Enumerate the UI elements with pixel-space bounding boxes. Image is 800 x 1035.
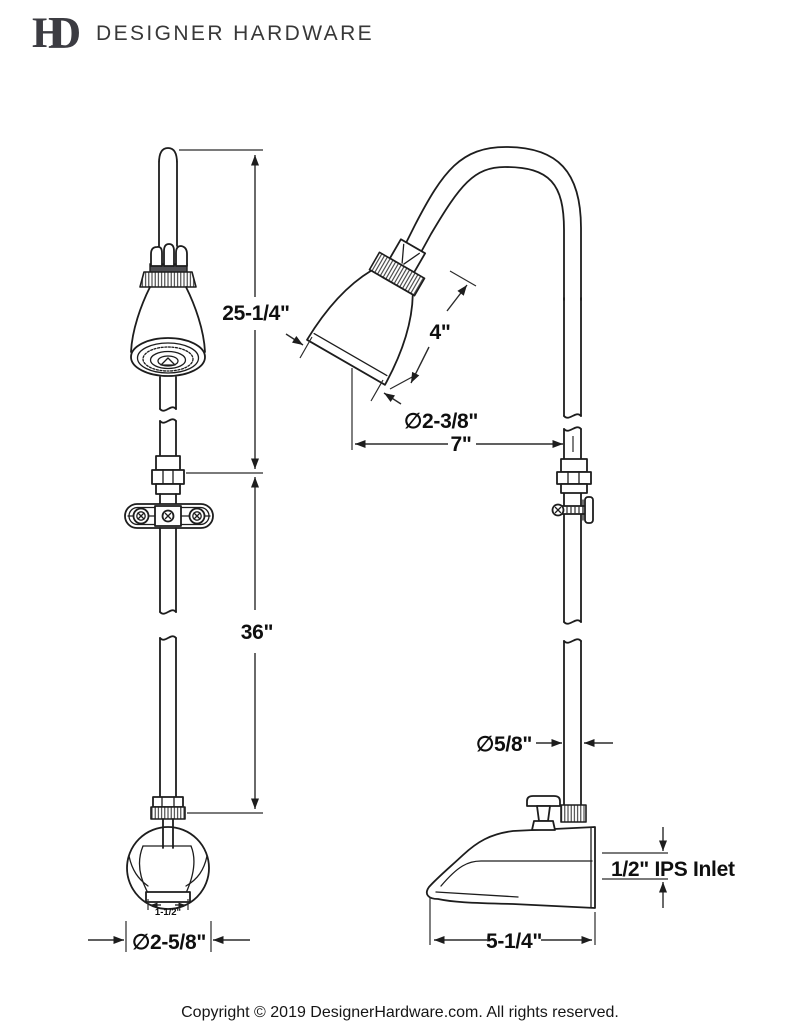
tub-spout-side-view [425,826,596,909]
diverter-knob [526,795,561,831]
spout-mouth [145,891,191,903]
dim-spout-diameter: ∅2-5/8" [88,921,250,954]
mounting-bracket-side [551,496,594,524]
header: D H DESIGNER HARDWARE [28,8,374,60]
bracket-flange-side [584,496,594,524]
dim-label-pipe-diameter: ∅5/8" [476,733,532,756]
dim-riser-upper: 25-1/4" [179,149,290,474]
pipe-break-side-2 [563,619,582,644]
pipe-break-side-1 [563,413,582,432]
riser-pipe-mid [159,376,177,410]
dim-label-spout-length: 5-1/4" [486,930,542,953]
riser-pipe-side [563,297,582,417]
tub-spout-top-view [126,818,210,910]
knurl-ring-front [139,271,197,288]
dim-showerhead-length: 4" [389,270,477,390]
brand-name: DESIGNER HARDWARE [96,22,375,45]
dim-label-arm-reach: 7" [450,433,471,456]
dim-face-diameter: ∅2-3/8" [285,333,478,433]
showerhead-side [306,238,427,386]
riser-front-view: 1-1/2" ∅2-5/8" 25-1/4" 36" [88,147,290,954]
gooseneck-arm [403,146,582,301]
coupling-nut-front [151,455,185,495]
dim-label-inlet: 1/2" IPS Inlet [611,858,735,881]
pipe-break-1 [159,406,177,424]
logo-letter-d: D [48,7,82,58]
shower-arm-side-view: 4" ∅2-3/8" 7" ∅5/8" [285,146,735,953]
copyright-notice: Copyright © 2019 DesignerHardware.com. A… [181,1004,619,1021]
dim-label-spout-diameter: ∅2-5/8" [132,931,206,954]
riser-pipe-top [158,147,178,247]
spout-connector-knurl [560,804,587,823]
dim-label-riser-lower: 36" [241,621,273,644]
coupling-nut-side [556,458,592,494]
dim-riser-lower: 36" [187,477,274,814]
dim-spout-length: 5-1/4" [429,897,596,953]
ball-joint-nut [149,243,188,274]
brand-logo: D H [28,9,90,59]
dim-arm-reach: 7" [351,368,574,456]
dim-label-spout-mouth: 1-1/2" [155,907,181,918]
dim-label-riser-upper: 25-1/4" [222,302,289,325]
mounting-bracket-front [124,503,214,529]
logo-letter-h: H [32,10,66,57]
spout-collar-front [150,796,186,820]
bracket-screw-center [161,509,175,523]
dim-inlet: 1/2" IPS Inlet [602,827,735,908]
dim-spout-mouth: 1-1/2" [147,899,189,918]
bracket-screw-right [188,507,206,525]
pipe-break-2 [159,609,177,641]
showerhead-front [130,286,206,377]
dim-label-face-diameter: ∅2-3/8" [404,410,478,433]
dim-label-showerhead-length: 4" [429,321,450,344]
bracket-screw-left [132,507,150,525]
dim-pipe-diameter: ∅5/8" [476,733,613,756]
